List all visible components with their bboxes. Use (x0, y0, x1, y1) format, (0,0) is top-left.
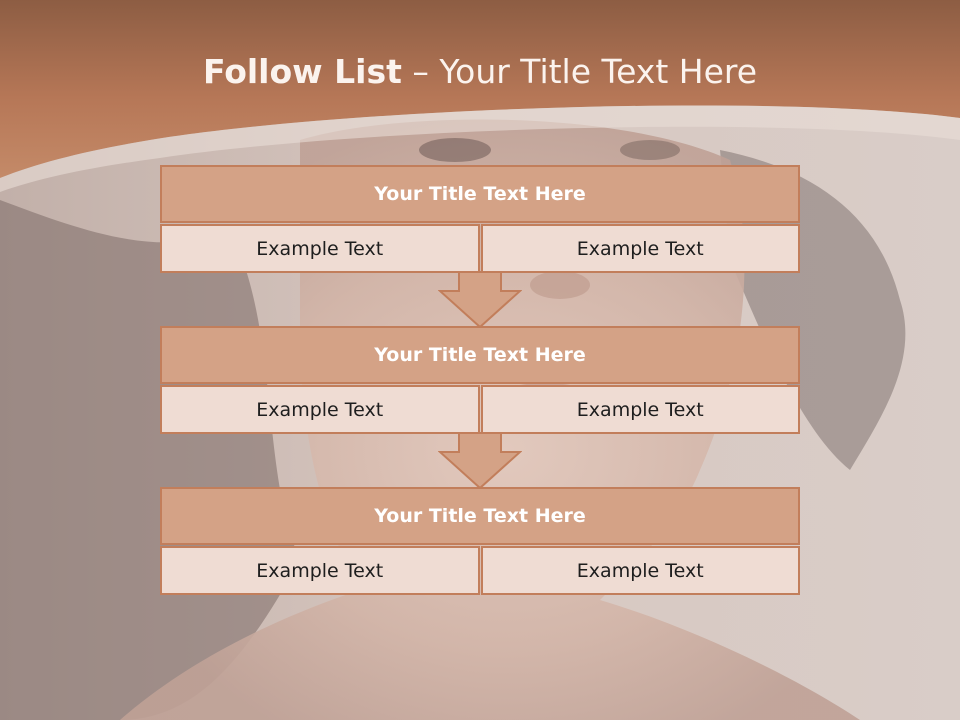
slide-title-rest: – Your Title Text Here (401, 52, 758, 91)
eye-left (419, 138, 491, 162)
step-cell-left: Example Text (160, 385, 480, 434)
down-arrow-icon (438, 432, 522, 490)
step-cell-right: Example Text (480, 546, 800, 595)
slide-title: Follow List – Your Title Text Here (0, 52, 960, 91)
header-swoosh (0, 105, 960, 192)
step-cell-left: Example Text (160, 546, 480, 595)
step-title: Your Title Text Here (160, 165, 800, 223)
step-block-3: Your Title Text Here Example Text Exampl… (160, 487, 800, 595)
step-title: Your Title Text Here (160, 326, 800, 384)
step-block-1: Your Title Text Here Example Text Exampl… (160, 165, 800, 273)
header-band (0, 0, 960, 178)
slide-title-bold: Follow List (202, 52, 402, 91)
down-arrow-icon (438, 271, 522, 329)
step-title: Your Title Text Here (160, 487, 800, 545)
step-row: Example Text Example Text (160, 224, 800, 273)
step-block-2: Your Title Text Here Example Text Exampl… (160, 326, 800, 434)
nose (530, 271, 590, 299)
step-row: Example Text Example Text (160, 385, 800, 434)
step-row: Example Text Example Text (160, 546, 800, 595)
step-cell-right: Example Text (480, 385, 800, 434)
eye-right (620, 140, 680, 160)
step-cell-left: Example Text (160, 224, 480, 273)
step-cell-right: Example Text (480, 224, 800, 273)
